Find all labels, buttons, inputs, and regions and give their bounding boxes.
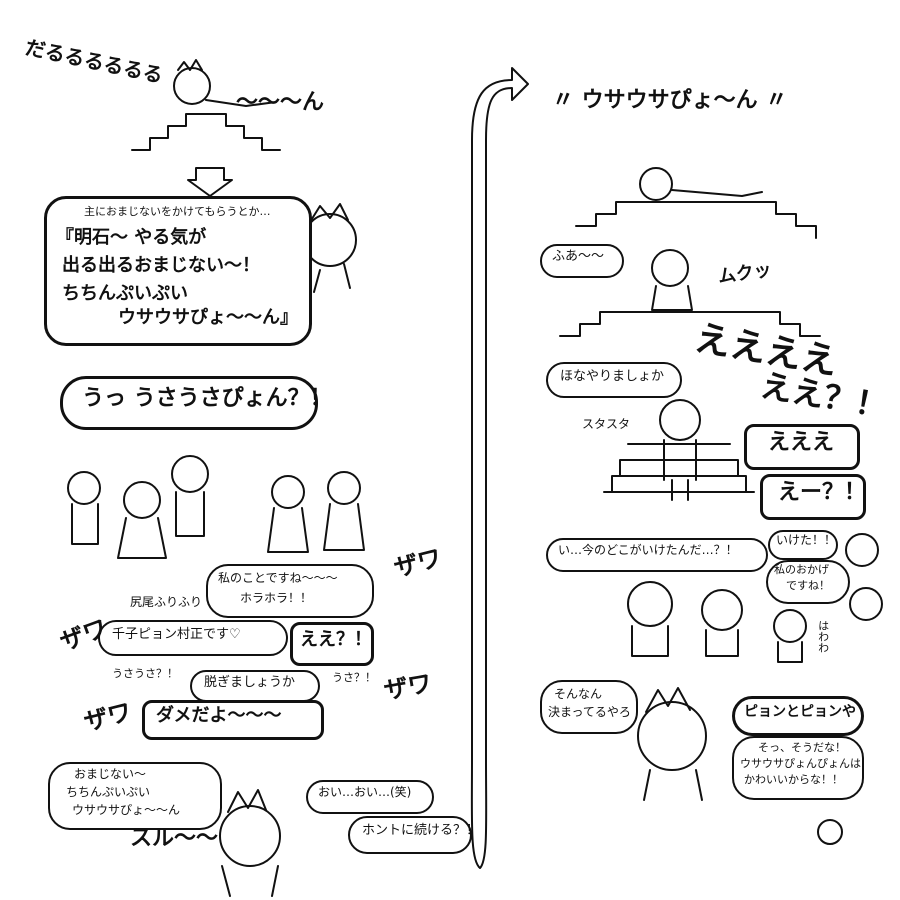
speech-bubble-honayari (546, 362, 682, 398)
speech-sou-2: ウサウサぴょんぴょんは (740, 757, 861, 770)
speech-bubble-omajinai (48, 762, 222, 830)
shout-bubble-ee-2 (760, 474, 866, 520)
speech-bubble-sou (732, 736, 864, 800)
speech-oi: おい…おい…(笑) (318, 785, 412, 799)
sfx-sutasuta: スタスタ (582, 417, 631, 431)
speech-sonnan-1: そんなん (554, 687, 603, 701)
thought-intro: 主におまじないをかけてもらうとか… (84, 205, 271, 218)
speech-okage-2: ですね！ (786, 579, 830, 592)
sfx-n: 〜〜〜ん (236, 90, 325, 115)
sfx-hawawa: はわわ (816, 620, 830, 653)
speech-sonnan-2: 決まってるやろ (548, 705, 631, 719)
shout-eee: えええ (768, 430, 835, 455)
speech-dame: ダメだよ〜〜〜 (156, 705, 282, 726)
speech-bubble-oi (306, 780, 434, 814)
speech-bubble-honto (348, 816, 472, 854)
shout-ee-2: えー？！ (778, 480, 867, 505)
small-nugi: 脱ぎましょうか (204, 675, 296, 690)
speech-bubble-nugi (190, 670, 320, 702)
speech-bubble-dame (142, 700, 324, 740)
curved-arrow-icon (470, 67, 529, 869)
stairs-middle-right (559, 311, 821, 337)
figure-sleeping-top-left (173, 59, 277, 107)
spell-line-3: ちちんぷいぷい (62, 283, 188, 304)
speech-pyonkopyon: ピョンとピョンや (744, 704, 856, 720)
speech-omajinai-2: ちちんぷいぷい (66, 785, 151, 799)
spell-line-1: 『明石〜 やる気が (56, 227, 207, 248)
shout-usausa: うっ うさうさぴょん？！ (82, 386, 332, 411)
caption-tail: 尻尾ふりふり (130, 595, 203, 609)
figure-walking-right (659, 399, 701, 501)
down-arrow-icon (187, 167, 233, 197)
figure-group-right (627, 533, 883, 663)
spell-line-2: 出る出るおまじない〜！ (62, 255, 260, 276)
shout-bubble-ee (290, 622, 374, 666)
stairs-top-right (575, 201, 817, 239)
stairs-walking (603, 443, 755, 493)
figure-sitting-right (651, 249, 693, 311)
sfx-suru: スル〜〜 (130, 826, 219, 851)
speech-honayari: ほなやりましょか (560, 369, 665, 384)
shout-bubble-eee (744, 424, 860, 470)
speech-bubble-iketa (768, 530, 838, 560)
speech-bubble-imano (546, 538, 768, 572)
speech-okage-1: 私のおかげ (774, 563, 829, 576)
speech-imano: い…今のどこがいけたんだ…？！ (558, 543, 738, 557)
speech-bubble-spell (44, 196, 312, 346)
speech-bubble-fua (540, 244, 624, 278)
speech-sengo: 千子ピョン村正です♡ (112, 627, 241, 642)
speech-honto: ホントに続ける？！ (362, 823, 480, 838)
shout-ee: ええ？！ (300, 629, 372, 650)
spell-line-4: ウサウサぴょ〜〜ん』 (118, 307, 298, 328)
figure-bottom-right (637, 687, 843, 845)
speech-iketa: いけた！！ (776, 533, 837, 547)
shout-bubble-usausa (60, 376, 318, 430)
right-title: 〃 ウサウサぴょ〜ん 〃 (552, 88, 788, 113)
speech-sou-1: そっ、そうだな！ (758, 741, 846, 754)
speech-bubble-sengo (98, 620, 288, 656)
figure-sleeping-right (639, 167, 763, 201)
speech-bubble-horahora (206, 564, 374, 618)
figure-bottom-left (219, 789, 281, 897)
stairs-top-left (131, 113, 281, 151)
speech-fua: ふあ〜〜 (552, 249, 605, 264)
speech-horahora-2: ホラホラ！！ (240, 591, 313, 605)
speech-bubble-okage (766, 560, 850, 604)
speech-bubble-sonnan (540, 680, 638, 734)
speech-sou-3: かわいいからな！！ (744, 773, 843, 786)
small-usa: うさ？！ (332, 671, 376, 684)
speech-horahora-1: 私のことですね〜〜〜 (218, 571, 338, 585)
figure-group-left (67, 455, 365, 559)
speech-omajinai-3: ウサウサぴょ〜〜ん (72, 803, 181, 817)
small-usausa: うさうさ？！ (112, 667, 178, 680)
speech-omajinai-1: おまじない〜 (74, 767, 147, 781)
speech-bubble-pyonkopyon (732, 696, 864, 736)
